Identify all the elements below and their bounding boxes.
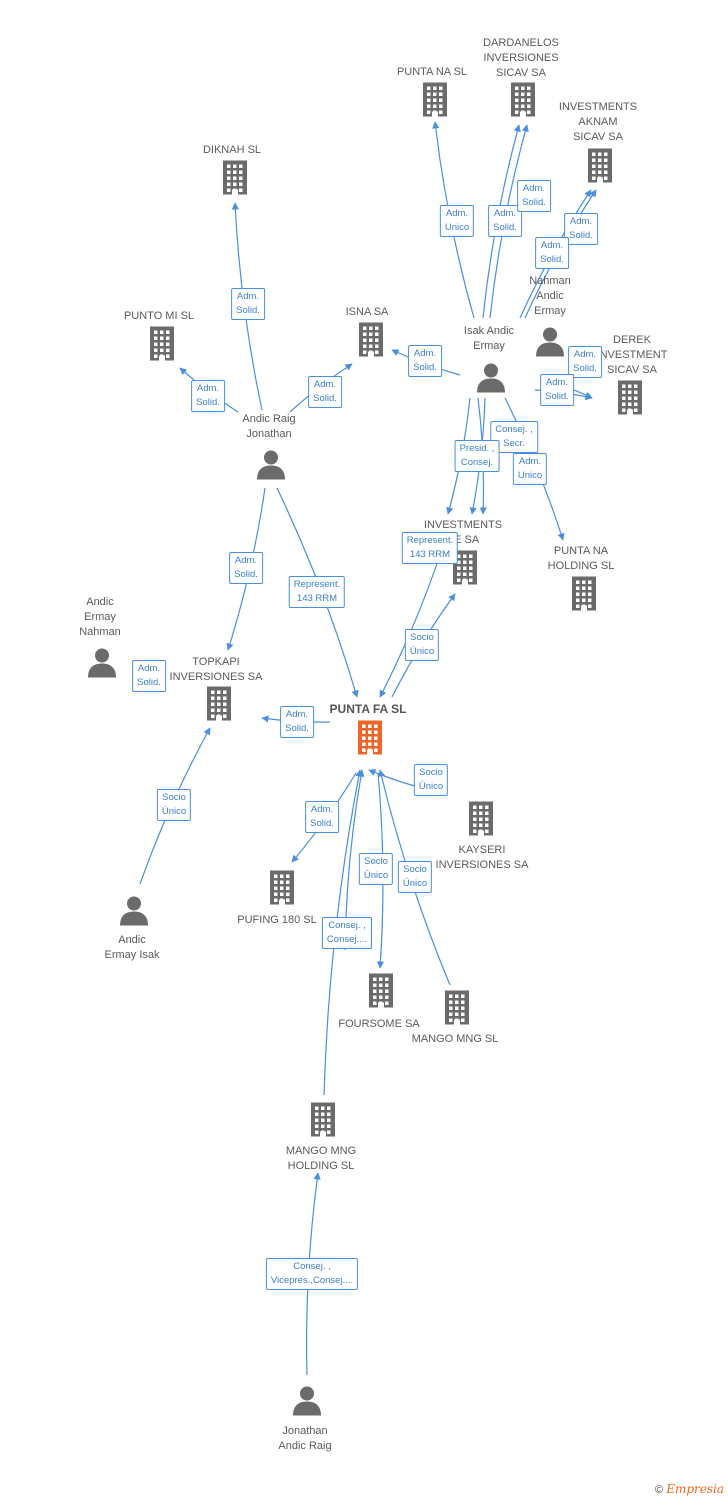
building-icon[interactable]: [268, 870, 296, 910]
relation-badge[interactable]: Socio Único: [397, 861, 433, 893]
relation-badge[interactable]: Adm. Solid.: [535, 237, 569, 269]
node-label-nahman[interactable]: Nahman Andic Ermay: [529, 275, 571, 317]
person-icon[interactable]: [119, 896, 149, 931]
relation-badge[interactable]: Socio Único: [156, 789, 192, 821]
relation-badge[interactable]: Adm. Solid.: [305, 801, 339, 833]
node-label-isna[interactable]: ISNA SA: [345, 306, 389, 318]
node-label-dardanelos[interactable]: DARDANELOS INVERSIONES SICAV SA: [483, 37, 559, 79]
building-icon[interactable]: [443, 990, 471, 1030]
relation-badge[interactable]: Adm. Solid.: [280, 706, 314, 738]
main-company-icon[interactable]: [356, 720, 384, 760]
building-icon[interactable]: [586, 148, 614, 188]
building-icon[interactable]: [221, 160, 249, 200]
node-label-diknah[interactable]: DIKNAH SL: [202, 144, 262, 156]
building-icon[interactable]: [367, 973, 395, 1013]
relation-badge[interactable]: Adm. Unico: [512, 453, 548, 485]
node-label-inv-aknam[interactable]: INVESTMENTS AKNAM SICAV SA: [558, 101, 638, 143]
building-icon[interactable]: [467, 801, 495, 841]
node-label-mango-mng[interactable]: MANGO MNG SL: [411, 1033, 499, 1045]
node-label-punto-mi[interactable]: PUNTO MI SL: [123, 310, 195, 322]
relation-badge[interactable]: Socio Único: [358, 853, 394, 885]
relation-badge[interactable]: Adm. Solid.: [408, 345, 442, 377]
relation-badge[interactable]: Adm. Solid.: [564, 213, 598, 245]
person-icon[interactable]: [256, 450, 286, 485]
node-label-punta-fa[interactable]: PUNTA FA SL: [329, 702, 407, 716]
node-label-andic-raig[interactable]: Andic Raig Jonathan: [242, 413, 296, 440]
person-icon[interactable]: [87, 648, 117, 683]
relation-badge[interactable]: Adm. Solid.: [488, 205, 522, 237]
brand-logo[interactable]: Empresia: [666, 1482, 724, 1496]
building-icon[interactable]: [509, 82, 537, 122]
relation-badge[interactable]: Adm. Solid.: [191, 380, 225, 412]
relation-badge[interactable]: Adm. Solid.: [132, 660, 166, 692]
footer: © Empresia: [655, 1482, 724, 1496]
person-icon[interactable]: [476, 363, 506, 398]
node-label-mango-holding[interactable]: MANGO MNG HOLDING SL: [285, 1145, 357, 1172]
relation-badge[interactable]: Represent. 143 RRM: [401, 532, 459, 564]
building-icon[interactable]: [616, 380, 644, 420]
building-icon[interactable]: [357, 322, 385, 362]
relation-badge[interactable]: Presid. , Consej.: [454, 440, 500, 472]
node-label-derek[interactable]: DEREK INVESTMENT SICAV SA: [596, 334, 668, 376]
node-label-punta-na[interactable]: PUNTA NA SL: [396, 66, 468, 78]
relation-badge[interactable]: Consej. , Secr.: [490, 421, 538, 453]
person-icon[interactable]: [292, 1386, 322, 1421]
relation-badge[interactable]: Consej. , Consej....: [321, 917, 373, 949]
relation-badge[interactable]: Represent. 143 RRM: [288, 576, 346, 608]
relation-badge[interactable]: Adm. Solid.: [229, 552, 263, 584]
relation-badge[interactable]: Adm. Solid.: [308, 376, 342, 408]
building-icon[interactable]: [205, 686, 233, 726]
relation-badge[interactable]: Adm. Solid.: [540, 374, 574, 406]
node-label-isak[interactable]: Isak Andic Ermay: [463, 325, 515, 352]
building-icon[interactable]: [309, 1102, 337, 1142]
relation-badge[interactable]: Socio Único: [413, 764, 449, 796]
relation-badge[interactable]: Adm. Unico: [439, 205, 475, 237]
person-icon[interactable]: [535, 327, 565, 362]
node-label-andic-ermay-nahman[interactable]: Andic Ermay Nahman: [79, 596, 121, 638]
copyright-icon: ©: [655, 1484, 664, 1496]
node-label-kayseri[interactable]: KAYSERI INVERSIONES SA: [435, 844, 529, 871]
relation-badge[interactable]: Consej. , Vicepres.,Consej....: [265, 1258, 359, 1290]
node-label-andic-ermay-isak[interactable]: Andic Ermay Isak: [104, 934, 160, 961]
node-label-pufing[interactable]: PUFING 180 SL: [237, 914, 317, 926]
relation-badge[interactable]: Adm. Solid.: [517, 180, 551, 212]
relation-badge[interactable]: Socio Único: [404, 629, 440, 661]
node-label-punta-na-holding[interactable]: PUNTA NA HOLDING SL: [547, 545, 615, 572]
relation-badge[interactable]: Adm. Solid.: [568, 346, 602, 378]
building-icon[interactable]: [421, 82, 449, 122]
node-label-jonathan[interactable]: Jonathan Andic Raig: [278, 1425, 332, 1452]
building-icon[interactable]: [570, 576, 598, 616]
node-label-topkapi[interactable]: TOPKAPI INVERSIONES SA: [169, 656, 263, 683]
building-icon[interactable]: [148, 326, 176, 366]
node-label-foursome[interactable]: FOURSOME SA: [338, 1018, 420, 1030]
relation-badge[interactable]: Adm. Solid.: [231, 288, 265, 320]
